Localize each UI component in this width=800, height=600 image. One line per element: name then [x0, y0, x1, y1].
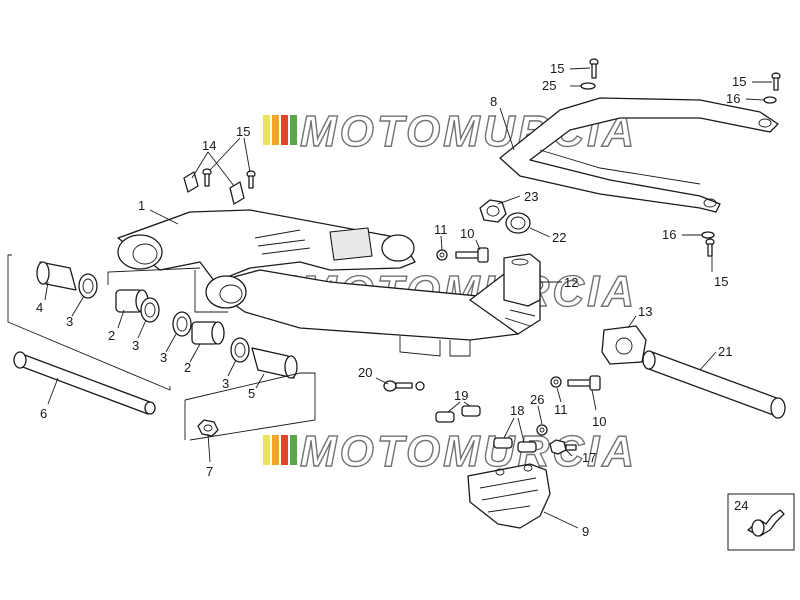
watermark-stripe-green [290, 435, 297, 465]
washer-25 [580, 82, 596, 90]
spacer-18 [493, 437, 537, 453]
callout-8: 8 [490, 94, 497, 109]
group-bracket-left [7, 254, 228, 391]
callout-23: 23 [524, 189, 538, 204]
callout-21: 21 [718, 344, 732, 359]
bolt-20 [383, 380, 425, 392]
watermark-text: MOTOMURCIA [300, 427, 637, 476]
screw-15-e [705, 238, 715, 257]
callout-16: 16 [662, 227, 676, 242]
callout-9: 9 [582, 524, 589, 539]
callout-15: 15 [732, 74, 746, 89]
watermark-stripe-yellow [263, 115, 270, 145]
washer-16-upper [763, 96, 777, 104]
bushing-5 [251, 347, 298, 379]
callout-1: 1 [138, 198, 145, 213]
seal-ring-3d [230, 337, 250, 363]
callout-12: 12 [564, 275, 578, 290]
callout-16: 16 [726, 91, 740, 106]
screw-15-a [202, 168, 212, 187]
callout-7: 7 [206, 464, 213, 479]
swingarm-body [117, 209, 541, 357]
callout-22: 22 [552, 230, 566, 245]
callout-14: 14 [202, 138, 216, 153]
callout-3: 3 [222, 376, 229, 391]
callout-4: 4 [36, 300, 43, 315]
watermark-stripe-yellow [263, 435, 270, 465]
callout-labels: 1 2 2 3 3 3 3 4 5 6 7 8 9 10 10 11 11 12… [36, 61, 748, 539]
watermark-stripe-orange [272, 435, 279, 465]
callout-11: 11 [434, 222, 448, 237]
watermark-stripe-orange [272, 115, 279, 145]
bolt-10-upper [455, 247, 489, 263]
leader-lines [44, 67, 772, 529]
chain-slider-9 [467, 463, 551, 529]
callout-17: 17 [582, 450, 596, 465]
screw-15-d [771, 72, 781, 91]
seal-ring-3a [78, 273, 98, 299]
spacer-19 [435, 405, 481, 423]
callout-10: 10 [592, 414, 606, 429]
watermark-stripe-red [281, 115, 288, 145]
inset-24 [727, 493, 795, 551]
callout-24: 24 [734, 498, 748, 513]
spacer-bushing-4 [36, 261, 77, 291]
group-bracket-right [184, 372, 316, 441]
callout-2: 2 [108, 328, 115, 343]
pivot-shaft-6 [13, 351, 156, 415]
callout-2: 2 [184, 360, 191, 375]
watermark-bottom: MOTOMURCIA [263, 426, 637, 477]
ring-22 [505, 212, 531, 234]
seal-ring-3c [172, 311, 192, 337]
callout-5: 5 [248, 386, 255, 401]
clip-14-right [229, 181, 245, 205]
nut-7 [197, 419, 219, 437]
callout-18: 18 [510, 403, 524, 418]
callout-3: 3 [66, 314, 73, 329]
callout-10: 10 [460, 226, 474, 241]
clip-14-left [183, 171, 199, 193]
callout-25: 25 [542, 78, 556, 93]
bearing-2-right [191, 321, 225, 345]
block-13 [601, 325, 647, 365]
chain-guard-bracket [499, 97, 779, 213]
nut-11-upper [436, 249, 448, 261]
washer-26 [536, 424, 548, 436]
screw-15-c [589, 58, 599, 79]
callout-3: 3 [160, 350, 167, 365]
callout-11: 11 [554, 402, 568, 417]
callout-15: 15 [236, 124, 250, 139]
callout-19: 19 [454, 388, 468, 403]
nut-11-lower [550, 376, 562, 388]
watermark-stripe-green [290, 115, 297, 145]
callout-20: 20 [358, 365, 372, 380]
callout-13: 13 [638, 304, 652, 319]
watermark-stripe-red [281, 435, 288, 465]
screw-15-b [246, 170, 256, 189]
callout-6: 6 [40, 406, 47, 421]
callout-15: 15 [714, 274, 728, 289]
shaft-21 [642, 350, 786, 419]
callout-15: 15 [550, 61, 564, 76]
callout-26: 26 [530, 392, 544, 407]
washer-16-lower [701, 231, 715, 239]
bolt-10-lower [567, 375, 601, 391]
seal-ring-3b [140, 297, 160, 323]
nut-23 [479, 199, 507, 223]
callout-3: 3 [132, 338, 139, 353]
bracket-12 [503, 253, 541, 307]
